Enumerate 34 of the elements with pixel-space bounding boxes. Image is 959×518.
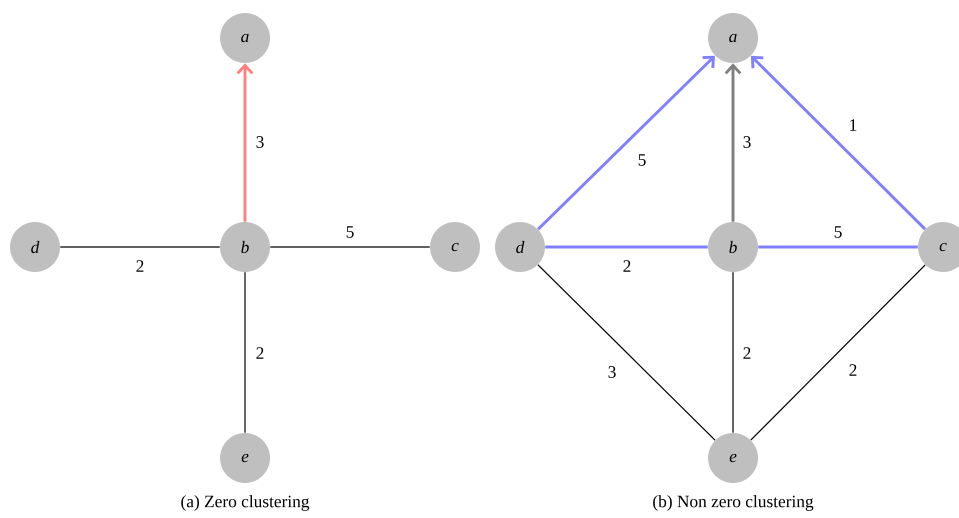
edge-weight: 5: [636, 152, 648, 168]
edge-weight: 3: [741, 134, 753, 150]
edge-weight: 2: [254, 346, 266, 360]
edge-weight: 2: [621, 258, 633, 274]
graph-edge: [758, 246, 918, 248]
graph-vertex: d: [495, 222, 545, 272]
graph-edge: [545, 246, 708, 248]
graph-vertex: e: [220, 433, 270, 483]
edge-weight: 2: [134, 258, 146, 274]
edge-weight: 2: [847, 362, 859, 378]
graph-vertex: e: [708, 433, 758, 483]
graph-edge: [244, 272, 246, 433]
graph-edge: [538, 264, 716, 441]
edge-weight: 5: [344, 224, 356, 240]
edge-weight: 1: [847, 118, 859, 132]
graph-edge: [750, 264, 926, 441]
edge-weight: 3: [254, 134, 266, 150]
graph-vertex: d: [10, 222, 60, 272]
edge-weight: 3: [606, 364, 618, 380]
graph-edge: [750, 56, 926, 230]
graph-vertex: b: [220, 222, 270, 272]
graph-vertex: c: [430, 222, 480, 272]
edge-weight: 5: [832, 224, 844, 240]
graph-vertex: a: [708, 13, 758, 63]
graph-vertex: c: [918, 222, 959, 272]
graph-edge: [270, 246, 430, 248]
graph-edge: [537, 56, 715, 230]
graph-edge: [60, 246, 220, 248]
edge-weight: 2: [741, 346, 753, 360]
graph-edge: [724, 63, 742, 222]
graph-vertex: b: [708, 222, 758, 272]
graph-edge: [236, 63, 254, 222]
graph-edge: [732, 272, 734, 433]
graph-vertex: a: [220, 13, 270, 63]
